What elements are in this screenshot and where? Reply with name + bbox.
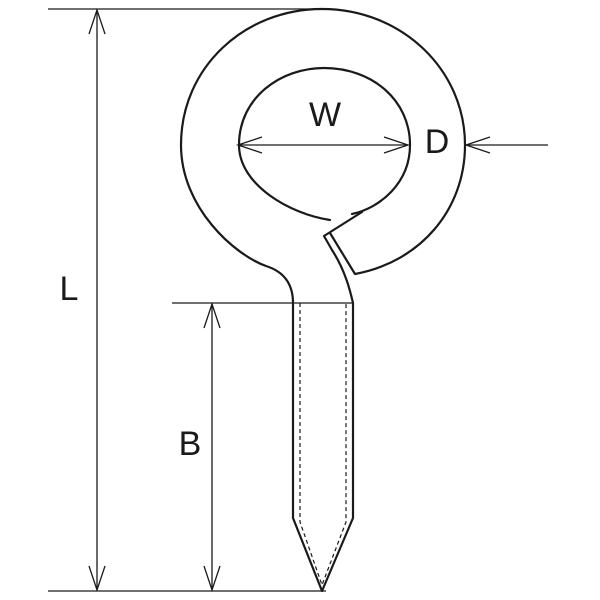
thread-length-bottom-arrow (203, 565, 221, 593)
eye-gap-edge (320, 7, 467, 276)
width-right-arrow (383, 136, 411, 154)
length-top-arrow (88, 7, 106, 35)
thread-root-lines (299, 303, 347, 587)
width-label: W (309, 96, 341, 134)
eye-screw-outline (179, 7, 364, 593)
eye-inner-hole (237, 66, 412, 222)
diameter-label: D (425, 123, 450, 161)
thread-length-top-arrow (203, 301, 221, 329)
length-bottom-arrow (88, 565, 106, 593)
length-label: L (60, 270, 79, 308)
thread-length-label: B (179, 425, 202, 463)
